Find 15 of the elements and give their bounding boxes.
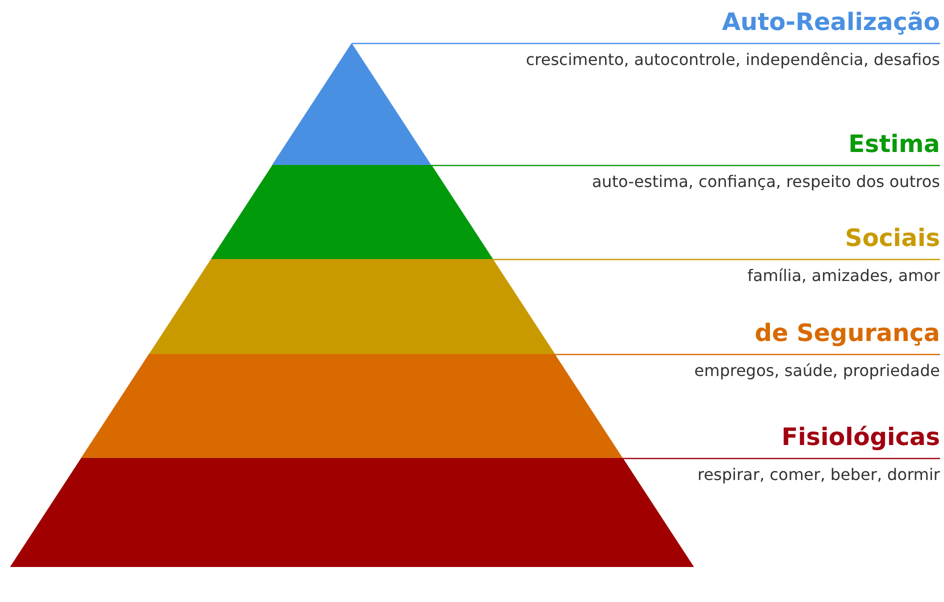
level-description: família, amizades, amor (747, 266, 940, 286)
level-heading: Estima (848, 129, 940, 160)
level-description: auto-estima, confiança, respeito dos outros (592, 172, 940, 192)
pyramid-band (10, 458, 694, 567)
level-heading: de Segurança (754, 318, 940, 349)
pyramid-band (81, 354, 623, 458)
level-description: empregos, saúde, propriedade (694, 361, 940, 381)
level-heading: Auto-Realização (722, 7, 940, 38)
level-heading: Fisiológicas (782, 422, 940, 453)
pyramid-band (272, 43, 432, 165)
level-description: crescimento, autocontrole, independência, desafios (526, 50, 940, 70)
level-description: respirar, comer, beber, dormir (697, 465, 940, 485)
level-heading: Sociais (845, 223, 940, 254)
pyramid-band (149, 259, 555, 354)
pyramid-band (211, 165, 493, 259)
